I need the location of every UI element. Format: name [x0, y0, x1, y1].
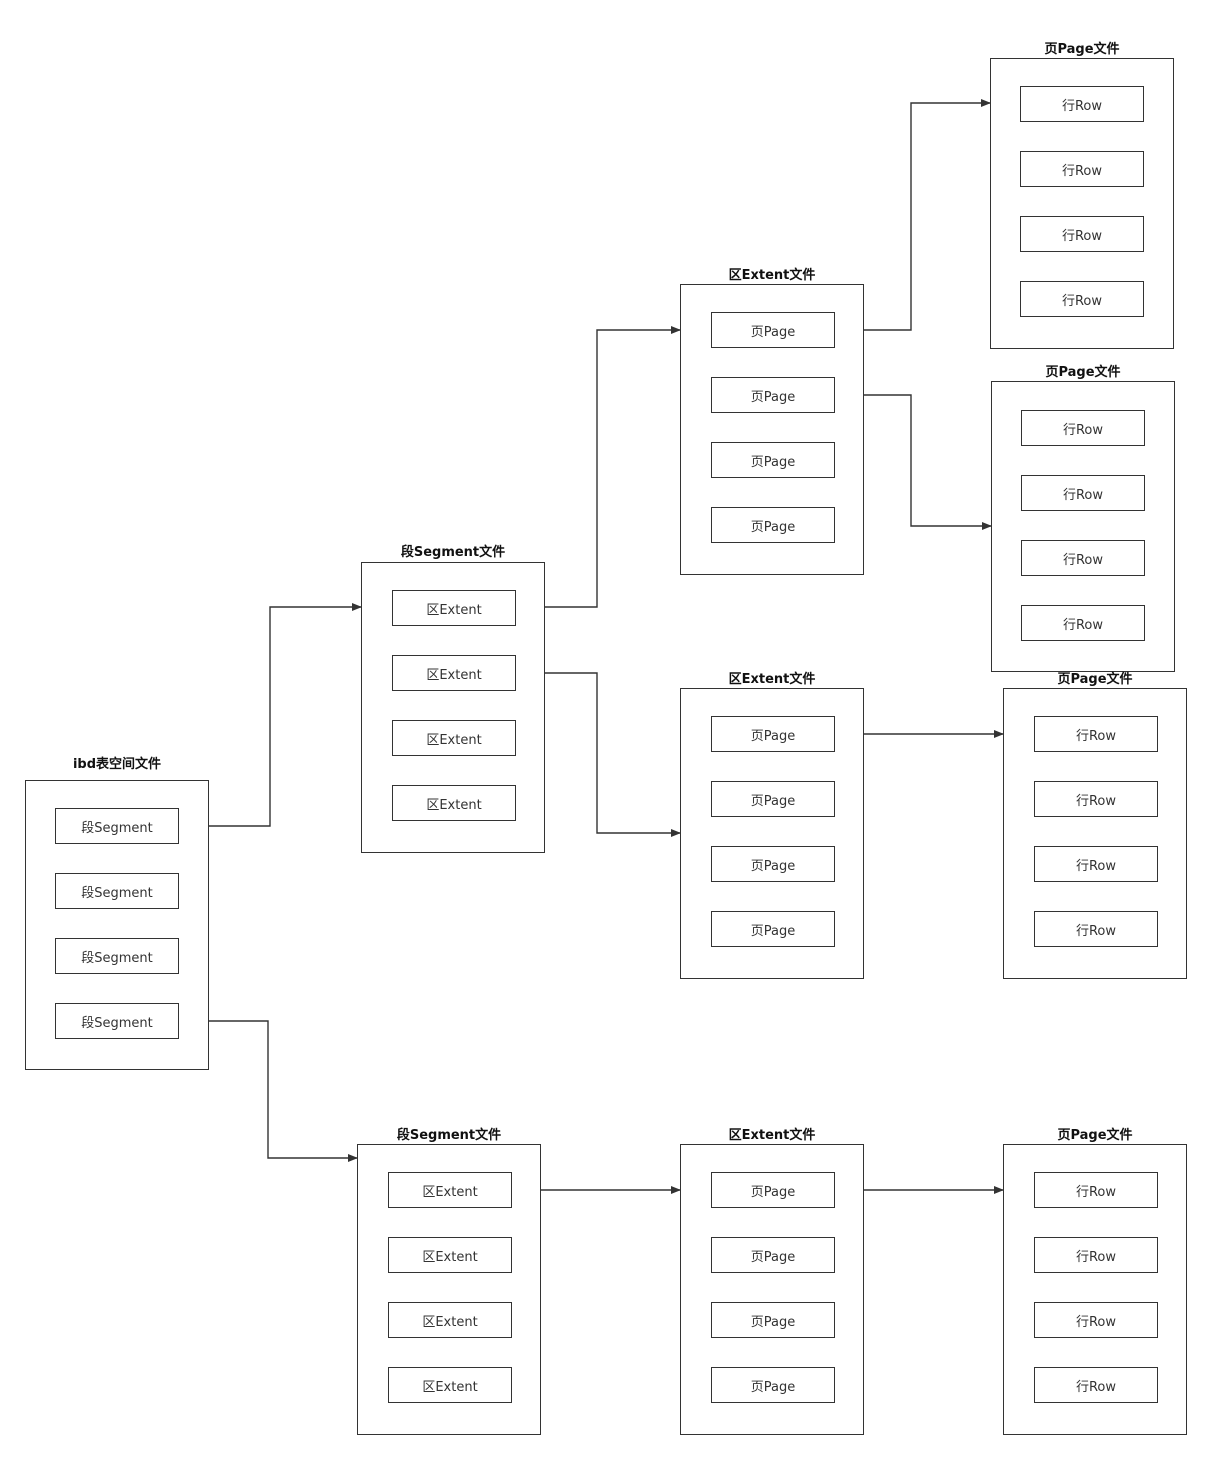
segment-top-title: 段Segment文件 [400, 545, 506, 560]
page-2-item-4[interactable]: 行Row [1021, 605, 1145, 641]
extent-bottom-title: 区Extent文件 [728, 1128, 816, 1143]
extent-middle-item-1[interactable]: 页Page [711, 716, 835, 752]
page-2-item-2[interactable]: 行Row [1021, 475, 1145, 511]
page-4-title: 页Page文件 [1057, 1128, 1133, 1143]
page-2-item-1[interactable]: 行Row [1021, 410, 1145, 446]
segment-bottom-item-4[interactable]: 区Extent [388, 1367, 512, 1403]
segment-bottom-item-2[interactable]: 区Extent [388, 1237, 512, 1273]
page-4-item-4[interactable]: 行Row [1034, 1367, 1158, 1403]
tablespace-item-1[interactable]: 段Segment [55, 808, 179, 844]
connector-segment1-to-segment-file [179, 603, 362, 827]
page-3-title: 页Page文件 [1057, 672, 1133, 687]
extent-middle-title: 区Extent文件 [728, 672, 816, 687]
tablespace-item-4[interactable]: 段Segment [55, 1003, 179, 1039]
page-2-title: 页Page文件 [1045, 365, 1121, 380]
page-3-item-4[interactable]: 行Row [1034, 911, 1158, 947]
extent-bottom-item-3[interactable]: 页Page [711, 1302, 835, 1338]
page-1-item-4[interactable]: 行Row [1020, 281, 1144, 317]
segment-bottom-title: 段Segment文件 [396, 1128, 502, 1143]
extent-middle-item-2[interactable]: 页Page [711, 781, 835, 817]
tablespace-item-2[interactable]: 段Segment [55, 873, 179, 909]
extent-bottom-item-4[interactable]: 页Page [711, 1367, 835, 1403]
extent-top-item-1[interactable]: 页Page [711, 312, 835, 348]
segment-top-item-2[interactable]: 区Extent [392, 655, 516, 691]
extent-middle-item-3[interactable]: 页Page [711, 846, 835, 882]
extent-top-item-4[interactable]: 页Page [711, 507, 835, 543]
page-1-item-1[interactable]: 行Row [1020, 86, 1144, 122]
connector-extent1-to-extent-file [515, 326, 681, 608]
extent-bottom-item-1[interactable]: 页Page [711, 1172, 835, 1208]
connector-page1-to-page-file [834, 99, 991, 331]
page-1-item-3[interactable]: 行Row [1020, 216, 1144, 252]
page-1-title: 页Page文件 [1044, 42, 1120, 57]
page-4-item-3[interactable]: 行Row [1034, 1302, 1158, 1338]
extent-top-item-2[interactable]: 页Page [711, 377, 835, 413]
page-2-item-3[interactable]: 行Row [1021, 540, 1145, 576]
connector-extent2-to-extent-file [515, 672, 681, 837]
segment-bottom-item-1[interactable]: 区Extent [388, 1172, 512, 1208]
page-3-item-1[interactable]: 行Row [1034, 716, 1158, 752]
extent-top-title: 区Extent文件 [728, 268, 816, 283]
connector-page2-to-page-file [834, 394, 992, 530]
page-4-item-2[interactable]: 行Row [1034, 1237, 1158, 1273]
segment-bottom-item-3[interactable]: 区Extent [388, 1302, 512, 1338]
page-4-item-1[interactable]: 行Row [1034, 1172, 1158, 1208]
segment-top-item-4[interactable]: 区Extent [392, 785, 516, 821]
segment-top-item-1[interactable]: 区Extent [392, 590, 516, 626]
page-3-item-3[interactable]: 行Row [1034, 846, 1158, 882]
extent-bottom-item-2[interactable]: 页Page [711, 1237, 835, 1273]
tablespace-item-3[interactable]: 段Segment [55, 938, 179, 974]
page-1-item-2[interactable]: 行Row [1020, 151, 1144, 187]
connector-segment4-to-segment-file [179, 1020, 358, 1162]
tablespace-title: ibd表空间文件 [72, 757, 162, 772]
segment-top-item-3[interactable]: 区Extent [392, 720, 516, 756]
page-3-item-2[interactable]: 行Row [1034, 781, 1158, 817]
extent-top-item-3[interactable]: 页Page [711, 442, 835, 478]
extent-middle-item-4[interactable]: 页Page [711, 911, 835, 947]
